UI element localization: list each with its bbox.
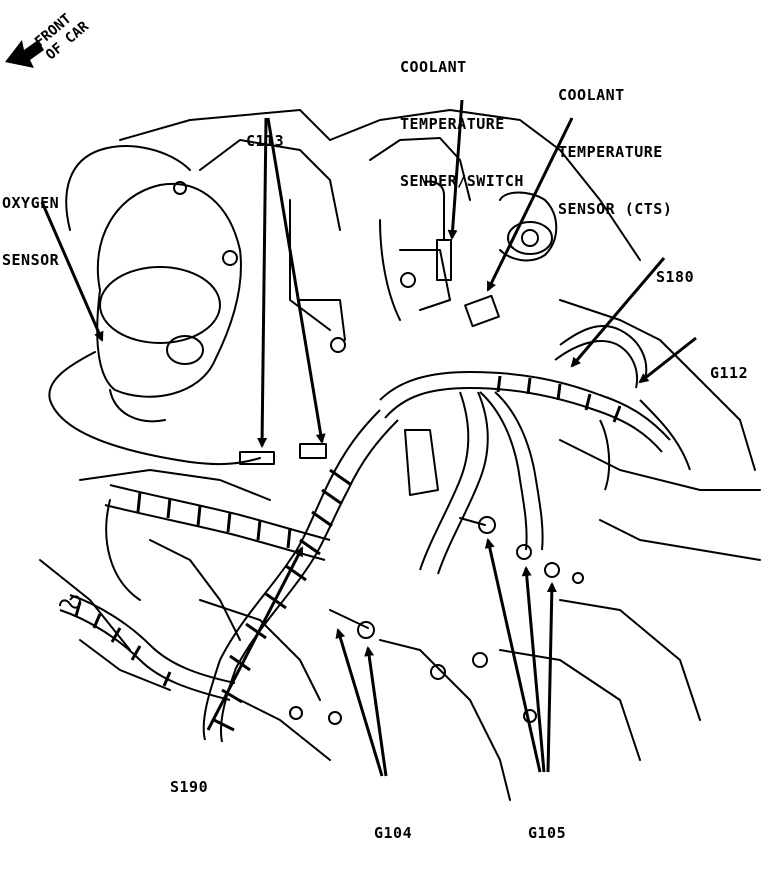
s180-text: S180 <box>656 268 695 286</box>
front-arrow-icon <box>5 40 44 68</box>
g112-text: G112 <box>710 364 749 382</box>
g105-leader-b <box>521 566 546 773</box>
coolant-sensor-label: COOLANT TEMPERATURE SENSOR (CTS) <box>558 48 672 257</box>
s190-leader <box>206 546 304 731</box>
g112-label: G112 <box>710 326 748 421</box>
coolant-sensor-line2: TEMPERATURE <box>558 143 663 161</box>
s180-leader <box>570 257 666 368</box>
coolant-sender-leader <box>447 99 464 240</box>
diagram-artwork <box>5 40 761 801</box>
s180-label: S180 <box>656 230 694 325</box>
g105-leader-c <box>546 582 557 773</box>
wiring-harness <box>59 325 691 743</box>
s190-text: S190 <box>170 778 209 796</box>
coolant-sensor-leader <box>486 117 574 292</box>
coolant-sender-label: COOLANT TEMPERATURE SENDER/SWITCH <box>400 20 524 229</box>
c113-leader-b <box>266 117 326 444</box>
g104-leader-a <box>335 628 384 777</box>
oxygen-sensor-line1: OXYGEN <box>2 194 60 212</box>
engine-wiring-diagram: FRONT OF CAR OXYGEN SENSOR C113 COOLANT … <box>2 11 761 842</box>
s190-label: S190 <box>170 740 208 835</box>
g104-text: G104 <box>374 824 413 842</box>
g104-label: G104 <box>374 786 412 881</box>
g104-leader-b <box>364 646 388 777</box>
coolant-sensor-line3: SENSOR (CTS) <box>558 200 673 218</box>
c113-label: C113 <box>246 94 284 189</box>
c113-leader-a <box>257 117 268 448</box>
g105-leader-a <box>484 538 542 773</box>
coolant-sensor-line1: COOLANT <box>558 86 625 104</box>
g112-leader <box>638 336 697 384</box>
g105-label: G105 <box>528 786 566 881</box>
oxygen-sensor-label: OXYGEN SENSOR <box>2 156 59 308</box>
coolant-sender-line1: COOLANT <box>400 58 467 76</box>
oxygen-sensor-leader <box>40 201 104 342</box>
oxygen-sensor-line2: SENSOR <box>2 251 60 269</box>
coolant-sender-line2: TEMPERATURE <box>400 115 505 133</box>
leader-lines <box>40 99 697 777</box>
engine-line-art <box>39 109 761 801</box>
c113-text: C113 <box>246 132 285 150</box>
g105-text: G105 <box>528 824 567 842</box>
coolant-sender-line3: SENDER/SWITCH <box>400 172 524 190</box>
